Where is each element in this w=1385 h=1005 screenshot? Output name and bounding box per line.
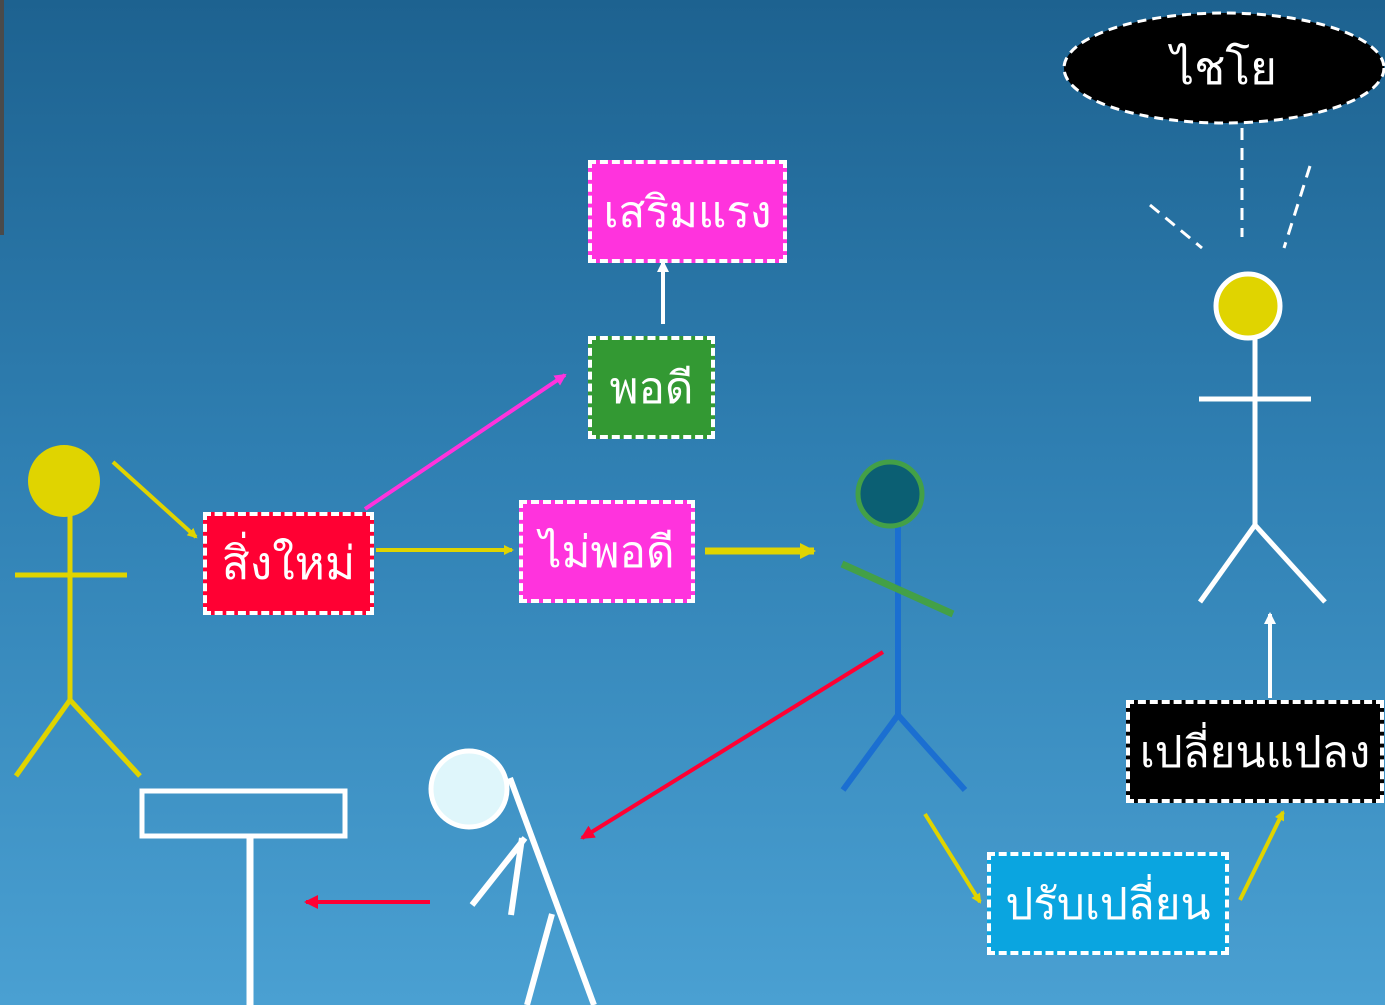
chaiyo-ellipse bbox=[1062, 11, 1385, 125]
ray-left bbox=[1149, 203, 1203, 250]
arrow-figure-to-singmai bbox=[111, 460, 198, 539]
white-figure-head bbox=[1213, 271, 1283, 341]
node-chaiyo: ไชโย bbox=[1063, 12, 1385, 124]
node-plianplaeng-label: เปลี่ยนแปลง bbox=[1139, 726, 1371, 778]
bowing-figure-head bbox=[428, 748, 510, 830]
node-plianplaeng: เปลี่ยนแปลง bbox=[1126, 700, 1384, 803]
node-prapplian-label: ปรับเปลี่ยน bbox=[1005, 878, 1211, 930]
node-sermraeng: เสริมแรง bbox=[588, 160, 787, 263]
yellow-stick-figure bbox=[13, 512, 142, 778]
left-edge-strip bbox=[0, 0, 4, 235]
sermraeng-box-fill bbox=[588, 160, 787, 263]
node-singmai-label: สิ่งใหม่ bbox=[221, 536, 356, 590]
prapplian-box-fill bbox=[987, 852, 1229, 955]
ray-right bbox=[1282, 165, 1312, 249]
arrow-prapplian-to-plianplaeng bbox=[1238, 810, 1285, 901]
blue-stick-figure bbox=[840, 521, 968, 792]
node-singmai: สิ่งใหม่ bbox=[203, 512, 374, 615]
bowing-stick-figure bbox=[469, 776, 597, 1005]
node-phodi: พอดี bbox=[588, 336, 715, 439]
node-prapplian: ปรับเปลี่ยน bbox=[987, 852, 1229, 955]
plianplaeng-box-fill bbox=[1126, 700, 1384, 803]
node-maiphodi: ไม่พอดี bbox=[519, 500, 695, 603]
arrow-figure-to-prapplian bbox=[923, 812, 982, 904]
node-maiphodi-label: ไม่พอดี bbox=[539, 526, 675, 578]
node-sermraeng-label: เสริมแรง bbox=[603, 186, 772, 238]
arrow-singmai-to-phodi bbox=[363, 373, 567, 511]
phodi-box-fill bbox=[588, 336, 715, 439]
node-phodi-label: พอดี bbox=[609, 362, 694, 414]
blue-figure-head bbox=[855, 459, 925, 529]
white-stick-figure bbox=[1197, 336, 1327, 604]
signpost bbox=[139, 788, 348, 1005]
yellow-figure-head bbox=[28, 445, 100, 517]
arrow-figure-to-bowing bbox=[580, 650, 885, 840]
singmai-box-fill bbox=[203, 512, 374, 615]
node-chaiyo-label: ไชโย bbox=[1170, 40, 1277, 95]
maiphodi-box-fill bbox=[519, 500, 695, 603]
